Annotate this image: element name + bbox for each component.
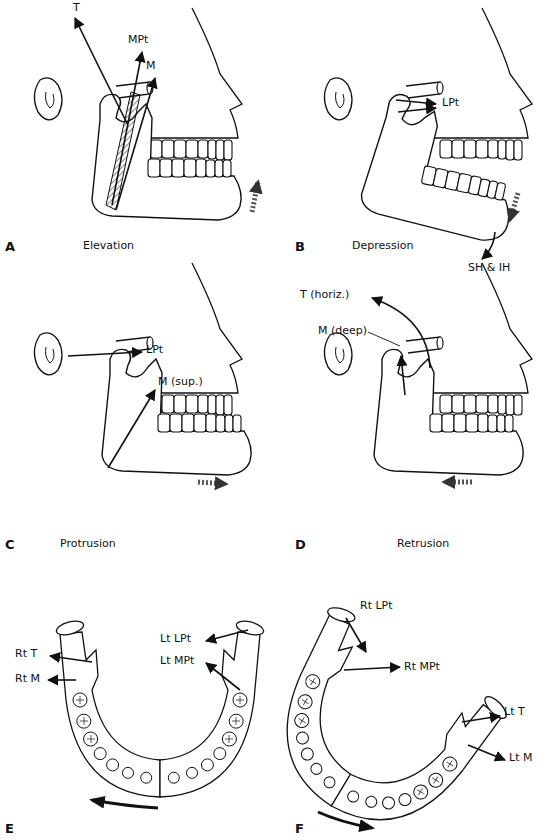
force-arrow [344,667,400,670]
muscle-label: Rt LPt [360,600,393,611]
panel-elevation [34,8,258,220]
panel-protrusion [34,263,251,484]
force-arrow [206,663,240,690]
muscle-label: MPt [128,34,148,45]
force-arrow [68,352,142,356]
motion-arrow [318,812,372,828]
mandible-top-view [241,599,423,806]
movement-caption: Depression [352,240,414,251]
force-arrow [75,18,128,125]
mandible [374,349,523,475]
panel-letter: C [5,538,15,551]
movement-caption: Retrusion [397,538,449,549]
motion-arrow [444,480,472,485]
panel-lateral-right [241,599,513,840]
mandible-top-view [55,619,160,797]
motion-arrow [252,182,258,212]
muscle-label: M (sup.) [158,376,203,387]
panel-letter: B [295,240,305,253]
panel-retrusion [324,263,532,482]
force-arrow [112,52,142,205]
muscle-label: LPt [146,344,163,355]
force-arrow [462,716,500,722]
muscle-label: Rt T [15,648,37,659]
muscle-label: T (horiz.) [300,289,349,300]
motion-arrow [510,193,518,220]
movement-caption: Elevation [83,240,134,251]
muscle-label: SH & IH [468,262,510,273]
force-arrow [401,356,405,395]
force-arrow [396,100,436,104]
mandible [102,349,251,475]
force-arrow [346,618,366,652]
muscle-label: Rt MPt [404,661,440,672]
panel-letter: A [5,240,15,253]
force-arrow [206,630,248,641]
panel-letter: F [295,822,304,835]
mandible [357,91,529,245]
mandible-top-view [160,619,265,797]
force-arrow [116,78,155,210]
force-arrow [482,232,495,259]
movement-caption: Protrusion [60,538,116,549]
force-arrow [398,108,436,112]
force-arrow [50,656,92,662]
muscle-label: M [146,60,156,71]
panel-letter: E [5,822,14,835]
muscle-label: M (deep) [318,325,367,336]
leader-line [368,332,400,346]
motion-arrow [198,482,226,484]
muscle-label: Lt M [509,752,532,763]
force-arrow [48,679,76,681]
muscle-label: Rt M [15,673,40,684]
muscle-label: LPt [442,97,459,108]
muscle-label: Lt T [504,706,525,717]
mandible-top-view [331,653,513,840]
motion-arrow [92,800,158,808]
force-arrow [468,745,505,760]
panel-letter: D [295,538,306,551]
muscle-label: Lt LPt [160,633,191,644]
muscle-label: T [73,2,80,13]
panel-lateral-left [48,619,265,808]
panel-depression [324,8,532,259]
force-arrow [108,390,155,468]
muscle-label: Lt MPt [160,655,194,666]
